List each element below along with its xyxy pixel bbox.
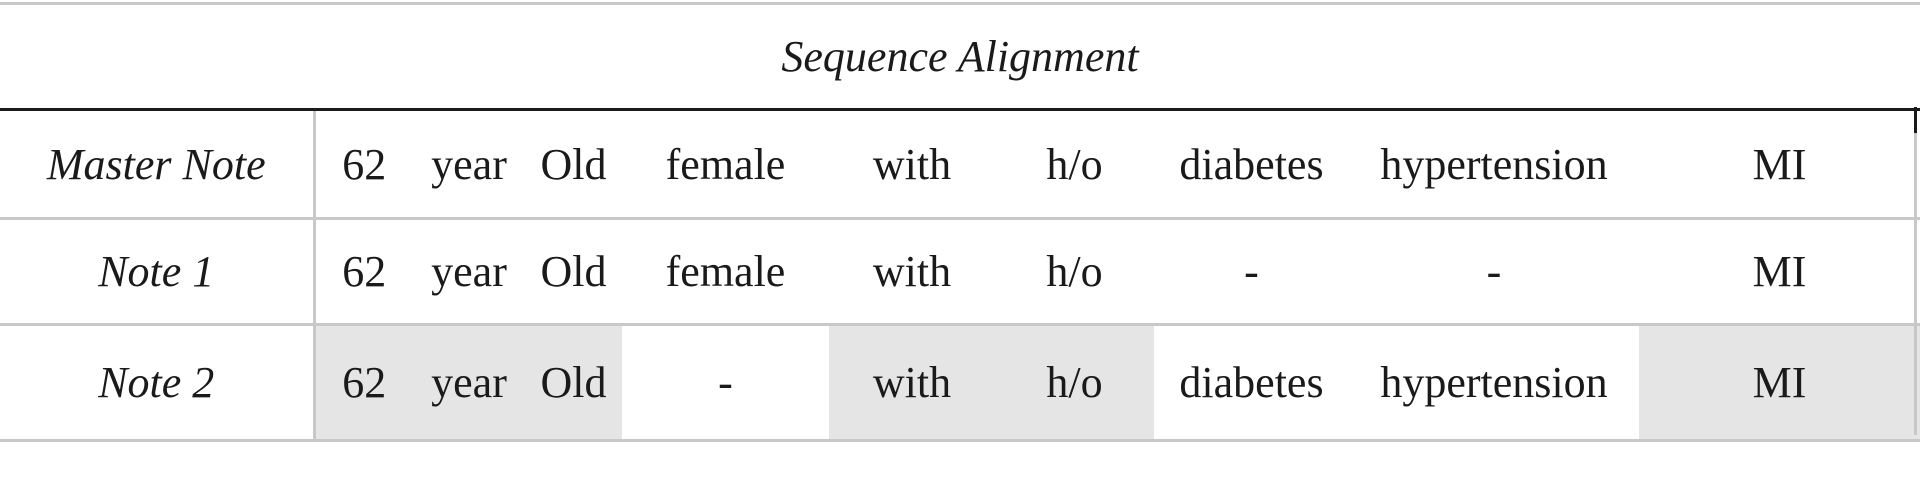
token-cell: - bbox=[622, 324, 829, 442]
token-cell: Old bbox=[525, 324, 622, 442]
token-cell: 62 bbox=[314, 218, 413, 326]
token-cell: MI bbox=[1639, 218, 1920, 326]
token-cell: hypertension bbox=[1349, 109, 1639, 220]
sequence-alignment-table: Sequence Alignment Master Note 62 year O… bbox=[0, 2, 1920, 442]
token-cell: - bbox=[1154, 218, 1349, 326]
token-cell: with bbox=[829, 218, 995, 326]
token-cell: Old bbox=[525, 109, 622, 220]
token-cell: hypertension bbox=[1349, 324, 1639, 442]
table-right-border-dark bbox=[1914, 107, 1917, 133]
token-cell: diabetes bbox=[1154, 324, 1349, 442]
token-cell: 62 bbox=[314, 109, 413, 220]
token-cell: h/o bbox=[995, 324, 1154, 442]
table-title: Sequence Alignment bbox=[0, 2, 1920, 111]
token-cell: year bbox=[413, 109, 525, 220]
table-right-border bbox=[1914, 133, 1917, 435]
token-cell: MI bbox=[1639, 324, 1920, 442]
row-label-note-1: Note 1 bbox=[0, 218, 316, 326]
token-cell: with bbox=[829, 324, 995, 442]
token-cell: year bbox=[413, 324, 525, 442]
table-row-note-2: Note 2 62 year Old - with h/o diabetes h… bbox=[0, 324, 1920, 442]
row-label-note-2: Note 2 bbox=[0, 324, 316, 442]
row-label-master-note: Master Note bbox=[0, 109, 316, 220]
table-title-row: Sequence Alignment bbox=[0, 2, 1920, 111]
token-cell: MI bbox=[1639, 109, 1920, 220]
token-cell: female bbox=[622, 109, 829, 220]
table-row-note-1: Note 1 62 year Old female with h/o - - M… bbox=[0, 218, 1920, 326]
token-cell: 62 bbox=[314, 324, 413, 442]
token-cell: Old bbox=[525, 218, 622, 326]
token-cell: h/o bbox=[995, 109, 1154, 220]
token-cell: female bbox=[622, 218, 829, 326]
token-cell: year bbox=[413, 218, 525, 326]
token-cell: diabetes bbox=[1154, 109, 1349, 220]
table-row-master-note: Master Note 62 year Old female with h/o … bbox=[0, 109, 1920, 220]
token-cell: h/o bbox=[995, 218, 1154, 326]
token-cell: - bbox=[1349, 218, 1639, 326]
token-cell: with bbox=[829, 109, 995, 220]
